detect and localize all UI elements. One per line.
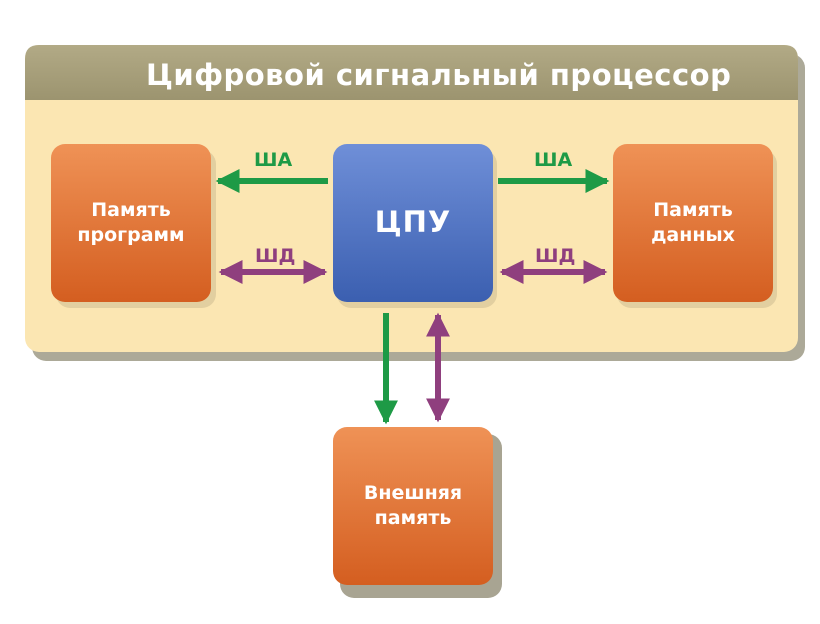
address-bus-label-right: ША	[534, 149, 573, 171]
program-memory-label: Память программ	[77, 199, 185, 246]
data-memory-box	[613, 144, 773, 302]
data-memory-label: Память данных	[651, 199, 735, 246]
external-memory-box	[333, 427, 493, 585]
data-bus-label-right: ШД	[535, 245, 576, 267]
cpu-box	[333, 144, 493, 302]
cpu-label: ЦПУ	[374, 205, 452, 240]
external-memory-label: Внешняя память	[363, 482, 463, 529]
diagram-title: Цифровой сигнальный процессор	[146, 58, 732, 92]
dsp-container-header	[25, 45, 798, 100]
data-bus-label-left: ШД	[255, 245, 296, 267]
address-bus-label-left: ША	[254, 149, 293, 171]
program-memory-box	[51, 144, 211, 302]
